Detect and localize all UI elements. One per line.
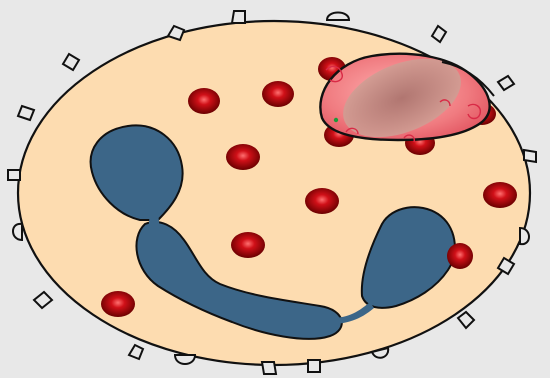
granule	[101, 291, 135, 317]
nucleus-bridge	[148, 212, 160, 232]
granule	[188, 88, 220, 114]
granule	[447, 243, 473, 269]
granule	[305, 188, 339, 214]
granule	[483, 182, 517, 208]
granule	[262, 81, 294, 107]
granule	[231, 232, 265, 258]
granule	[226, 144, 260, 170]
fusion-point	[334, 118, 338, 122]
